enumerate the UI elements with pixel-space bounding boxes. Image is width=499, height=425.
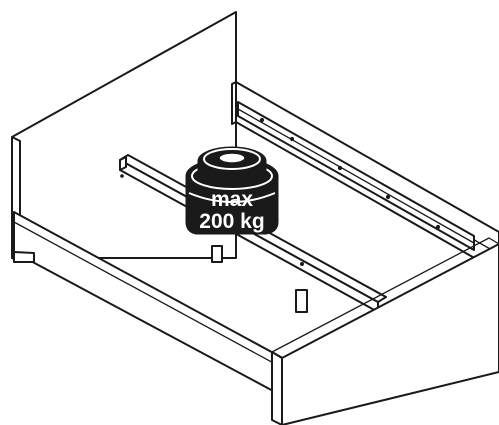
weight-label-max: max bbox=[211, 188, 253, 211]
footboard bbox=[271, 237, 499, 425]
weight-label-value: 200 kg bbox=[199, 210, 264, 233]
side-rail-right bbox=[231, 81, 499, 273]
weight-icon: max 200 kg bbox=[185, 146, 279, 235]
